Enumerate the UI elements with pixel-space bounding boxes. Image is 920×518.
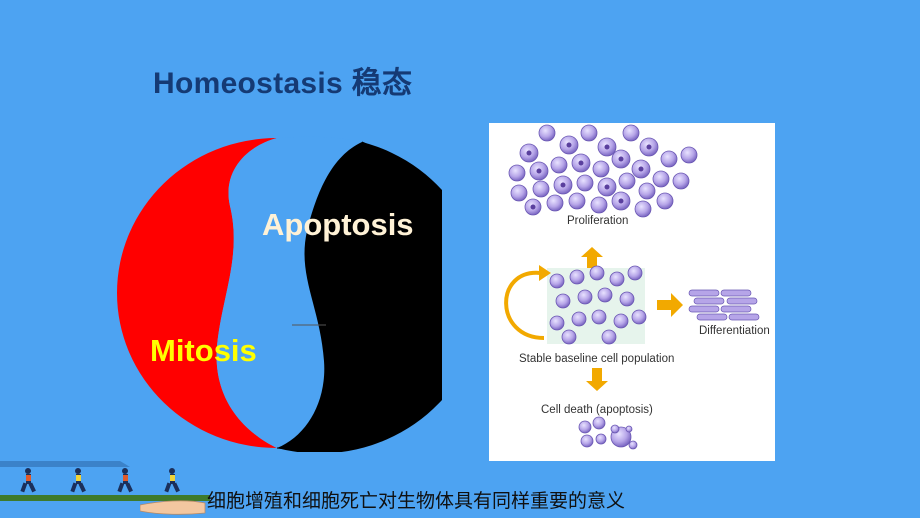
slide-caption: 细胞增殖和细胞死亡对生物体具有同样重要的意义 — [207, 490, 626, 512]
stable-population-label: Stable baseline cell population — [519, 353, 675, 365]
differentiation-label: Differentiation — [699, 325, 770, 337]
cell-death-label: Cell death (apoptosis) — [541, 404, 653, 416]
cell-fate-figure: Proliferation Differentiation Stable bas… — [489, 123, 775, 461]
self-renewal-arrow-icon — [504, 270, 545, 340]
proliferation-cells — [508, 124, 698, 218]
differentiated-cells — [688, 289, 760, 321]
slide-title: Homeostasis 稳态 — [153, 67, 413, 100]
stable-cells — [549, 265, 647, 345]
apoptotic-cells — [578, 416, 638, 450]
arrow-down-icon — [586, 368, 608, 391]
running-people-icon — [0, 461, 210, 515]
arrow-up-icon — [581, 247, 603, 270]
hand-icon — [139, 500, 206, 515]
arrow-right-icon — [657, 293, 683, 317]
mitosis-label: Mitosis — [150, 333, 257, 368]
yin-yang-diagram — [117, 136, 442, 452]
mitosis-region — [117, 138, 277, 448]
cell-fate-illustration — [504, 124, 760, 450]
apoptosis-label: Apoptosis — [262, 207, 414, 242]
apoptosis-region — [277, 142, 442, 452]
proliferation-label: Proliferation — [567, 215, 629, 227]
divider-strip — [216, 136, 362, 449]
